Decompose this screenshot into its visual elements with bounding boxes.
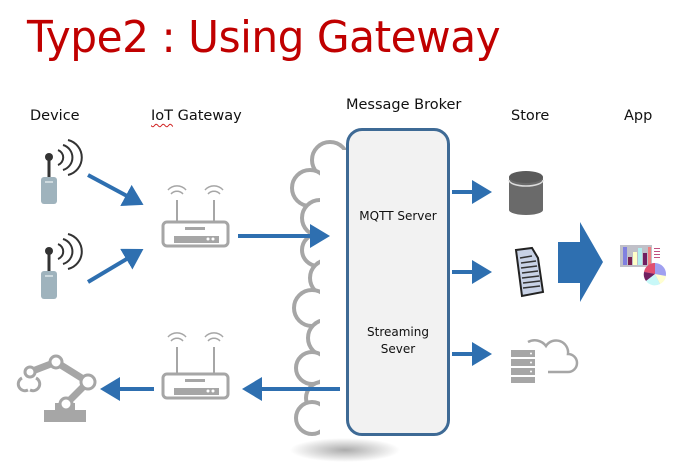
column-label-gateway: IoT Gateway [151, 108, 242, 124]
wifi-router-icon [161, 332, 230, 400]
device-bottom [41, 233, 83, 299]
database-icon [508, 171, 544, 215]
sensor-device-icon [41, 233, 83, 299]
chart-dashboard-icon [620, 245, 666, 286]
message-broker-box: MQTT Server Streaming Sever [346, 128, 450, 436]
column-label-device: Device [30, 108, 80, 124]
cloud-shadow [290, 438, 400, 462]
robot-arm-icon [16, 354, 97, 422]
column-label-store: Store [511, 108, 550, 124]
slide-title: Type2 : Using Gateway [27, 12, 501, 63]
wifi-router-icon [161, 185, 230, 248]
sensor-device-icon [41, 139, 83, 204]
arrow-device-bottom-to-gateway [86, 248, 144, 284]
gateway-bottom [161, 332, 230, 400]
big-arrow-right-icon [558, 222, 603, 302]
column-label-gateway-text: Gateway [173, 108, 242, 124]
arrow-device-top-to-gateway [87, 173, 144, 206]
streaming-server-label-line1: Streaming [367, 325, 429, 339]
streaming-server-label-line2: Sever [380, 342, 416, 356]
column-label-app: App [624, 108, 653, 124]
document-icon [514, 246, 545, 298]
mqtt-server-label: MQTT Server [359, 209, 437, 223]
device-top [41, 139, 83, 204]
cloud-server-icon [511, 339, 579, 383]
arrows [86, 173, 492, 401]
column-label-broker: Message Broker [346, 97, 462, 113]
column-label-gateway-iot: IoT [151, 108, 174, 124]
gateway-top [161, 185, 230, 248]
